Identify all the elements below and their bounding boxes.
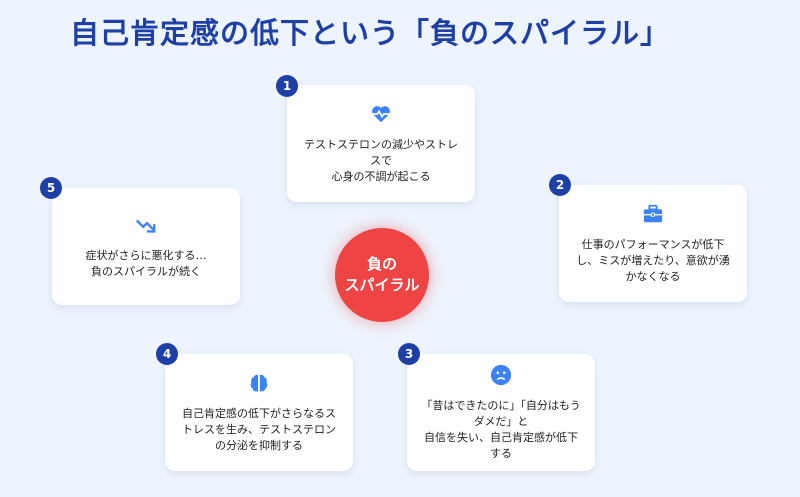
heartbeat-icon bbox=[372, 105, 390, 122]
trend-down-icon bbox=[136, 219, 156, 233]
step-card-2: 仕事のパフォーマンスが低下し、ミスが増えたり、意欲が湧かなくなる bbox=[559, 185, 747, 302]
step-card-4: 自己肯定感の低下がさらなるストレスを生み、テストステロンの分泌を抑制する bbox=[165, 354, 353, 471]
sad-face-icon bbox=[490, 364, 512, 385]
step-card-3: 「昔はできたのに」「自分はもうダメだ」と 自信を失い、自己肯定感が低下する bbox=[407, 354, 595, 471]
step-text: 症状がさらに悪化する… 負のスパイラルが続く bbox=[85, 248, 207, 278]
step-card-5: 症状がさらに悪化する… 負のスパイラルが続く bbox=[52, 188, 240, 305]
step-text: 仕事のパフォーマンスが低下し、ミスが増えたり、意欲が湧かなくなる bbox=[576, 237, 730, 283]
center-circle: 負の スパイラル bbox=[335, 228, 429, 322]
step-text: 自己肯定感の低下がさらなるストレスを生み、テストステロンの分泌を抑制する bbox=[182, 406, 336, 452]
step-badge-1: 1 bbox=[276, 75, 298, 97]
page-title: 自己肯定感の低下という「負のスパイラル」 bbox=[70, 16, 671, 50]
step-badge-2: 2 bbox=[549, 174, 571, 196]
step-badge-5: 5 bbox=[40, 177, 62, 199]
step-badge-4: 4 bbox=[156, 343, 178, 365]
step-badge-3: 3 bbox=[398, 343, 420, 365]
step-text: テストステロンの減少やストレスで 心身の不調が起こる bbox=[304, 137, 458, 183]
brain-icon bbox=[250, 374, 268, 391]
step-text: 「昔はできたのに」「自分はもうダメだ」と 自信を失い、自己肯定感が低下する bbox=[421, 398, 581, 460]
step-card-1: テストステロンの減少やストレスで 心身の不調が起こる bbox=[287, 85, 475, 202]
briefcase-icon bbox=[643, 204, 663, 222]
